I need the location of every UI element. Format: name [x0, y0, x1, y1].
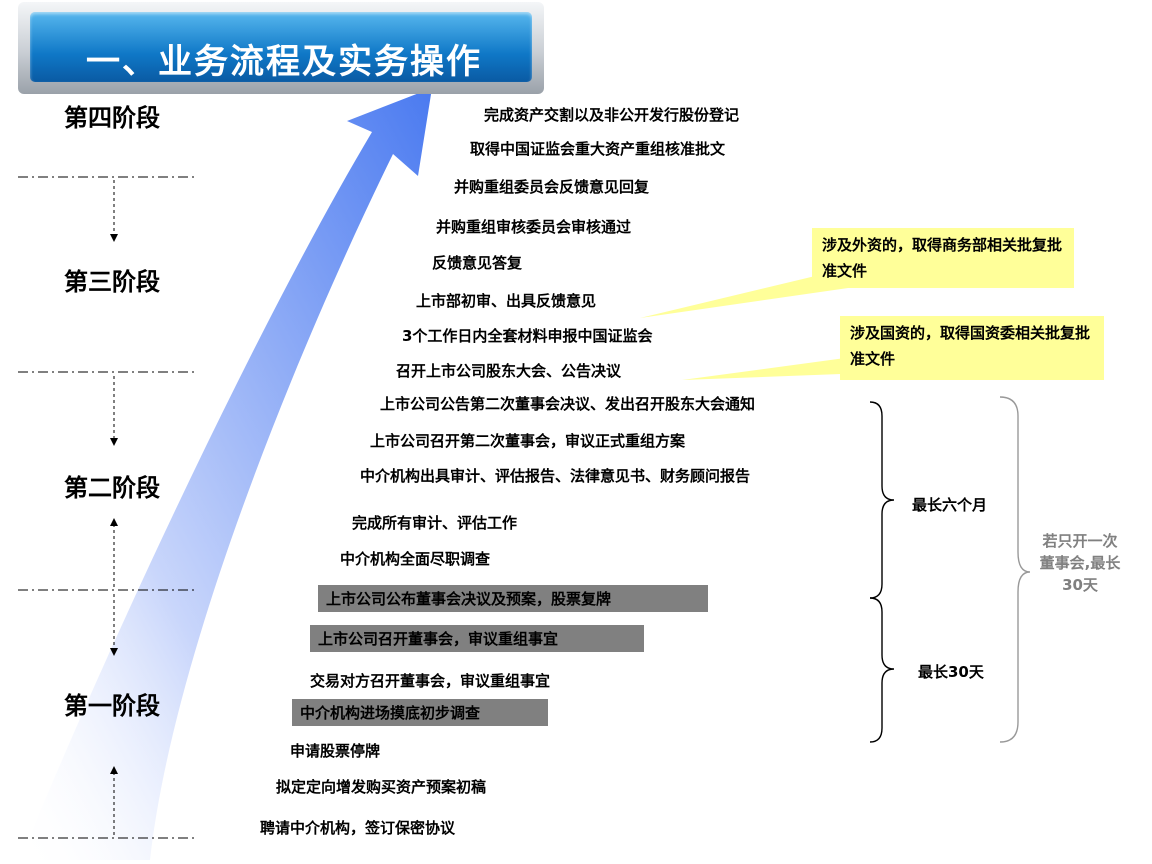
step-3: 并购重组委员会反馈意见回复 — [454, 178, 650, 196]
step-11: 中介机构出具审计、评估报告、法律意见书、财务顾问报告 — [360, 467, 751, 485]
stage-label-1: 第一阶段 — [64, 692, 160, 720]
callout-state-capital: 涉及国资的，取得国资委相关批复批准文件 — [840, 316, 1104, 380]
callout-pointer-foreign — [640, 272, 862, 318]
callout-foreign-capital: 涉及外资的，取得商务部相关批复批准文件 — [812, 228, 1074, 288]
stage-connectors — [110, 180, 118, 836]
step-1: 完成资产交割以及非公开发行股份登记 — [484, 106, 740, 124]
step-13: 中介机构全面尽职调查 — [340, 550, 491, 568]
step-2: 取得中国证监会重大资产重组核准批文 — [470, 140, 726, 158]
step-18: 申请股票停牌 — [290, 742, 381, 760]
page-title: 一、业务流程及实务操作 — [86, 42, 482, 82]
step-6: 上市部初审、出具反馈意见 — [416, 292, 597, 310]
right-braces — [869, 396, 1031, 743]
stage-label-4: 第四阶段 — [64, 104, 160, 132]
step-5: 反馈意见答复 — [432, 254, 523, 272]
step-12: 完成所有审计、评估工作 — [352, 514, 518, 532]
step-4: 并购重组审核委员会审核通过 — [436, 218, 632, 236]
brace-six-months — [869, 401, 895, 599]
brace-thirty-days — [869, 597, 895, 743]
stage-separators — [18, 176, 196, 839]
step-19: 拟定定向增发购买资产预案初稿 — [276, 778, 487, 796]
step-20: 聘请中介机构，签订保密协议 — [260, 819, 456, 837]
step-14-highlighted: 上市公司公布董事会决议及预案，股票复牌 — [318, 585, 708, 612]
step-10: 上市公司召开第二次董事会，审议正式重组方案 — [370, 432, 686, 450]
step-7: 3个工作日内全套材料申报中国证监会 — [402, 327, 653, 345]
step-8: 召开上市公司股东大会、公告决议 — [396, 362, 622, 380]
brace-label-six-months: 最长六个月 — [912, 496, 988, 514]
outer-brace-label: 若只开一次董事会,最长30天 — [1039, 532, 1121, 594]
stage-label-3: 第三阶段 — [64, 268, 160, 296]
step-17-highlighted: 中介机构进场摸底初步调查 — [292, 699, 548, 726]
step-15-highlighted: 上市公司召开董事会，审议重组事宜 — [310, 625, 644, 652]
title-banner: 一、业务流程及实务操作 — [30, 12, 532, 82]
stage-label-2: 第二阶段 — [64, 474, 160, 502]
title-bar: 一、业务流程及实务操作 — [18, 2, 544, 94]
step-9: 上市公司公告第二次董事会决议、发出召开股东大会通知 — [380, 395, 756, 413]
brace-outer — [999, 396, 1031, 743]
step-16: 交易对方召开董事会，审议重组事宜 — [310, 672, 551, 690]
process-arrow — [20, 88, 432, 860]
brace-label-thirty-days: 最长30天 — [918, 663, 984, 681]
